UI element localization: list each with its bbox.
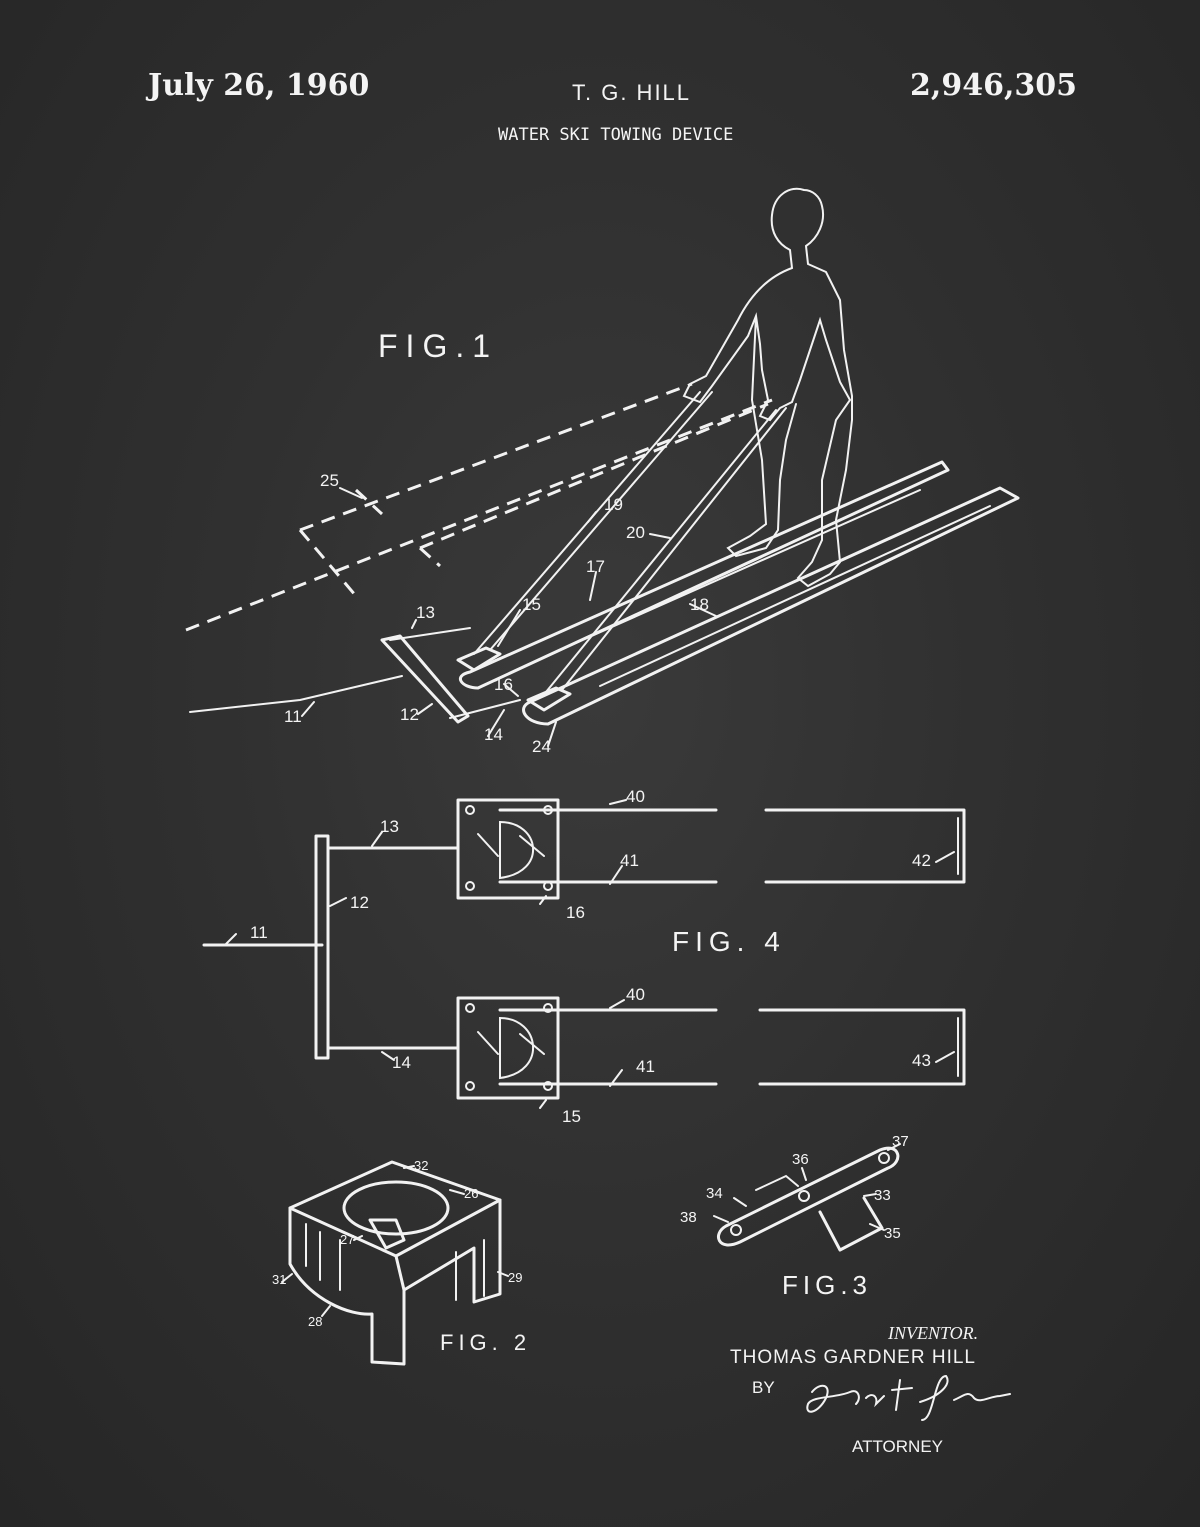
- svg-text:25: 25: [320, 471, 339, 490]
- fig4-plate-15: [456, 996, 560, 1100]
- attorney-signature: [806, 1374, 1011, 1421]
- fig2-top: [288, 1160, 502, 1258]
- svg-text:40: 40: [626, 787, 645, 806]
- svg-text:15: 15: [522, 595, 541, 614]
- fig2-drawing: 32 26 27 31 29 28: [272, 1158, 522, 1366]
- fig4-drawing: 40 41 42 13 12 16 11 40 41 43 14 15: [202, 787, 966, 1126]
- inventor-label: INVENTOR.: [888, 1323, 979, 1343]
- patent-number: 2,946,305: [910, 68, 1078, 103]
- svg-text:27: 27: [340, 1232, 354, 1247]
- svg-text:31: 31: [272, 1272, 286, 1287]
- svg-text:20: 20: [626, 523, 645, 542]
- svg-text:19: 19: [604, 495, 623, 514]
- svg-text:16: 16: [566, 903, 585, 922]
- inventor-short: T. G. HILL: [572, 80, 692, 105]
- svg-text:14: 14: [484, 725, 503, 744]
- svg-text:28: 28: [308, 1314, 322, 1329]
- fig3-label: FIG.3: [782, 1270, 873, 1300]
- fig1-drawing: 25 19 20 17 18 13 15 16 11 12 14 24: [185, 187, 1020, 756]
- rope-19: [473, 391, 701, 655]
- svg-text:41: 41: [620, 851, 639, 870]
- fig4-crossbar: [314, 834, 330, 1060]
- patent-date: July 26, 1960: [148, 68, 370, 103]
- svg-text:36: 36: [792, 1151, 809, 1168]
- fig2-reference-numerals: 32 26 27 31 29 28: [272, 1158, 522, 1329]
- svg-text:42: 42: [912, 851, 931, 870]
- fig4-reference-numerals: 40 41 42 13 12 16 11 40 41 43 14 15: [250, 787, 931, 1126]
- svg-text:33: 33: [874, 1187, 891, 1204]
- svg-text:35: 35: [884, 1225, 901, 1242]
- svg-text:34: 34: [706, 1185, 723, 1202]
- svg-text:29: 29: [508, 1270, 522, 1285]
- fig2-label: FIG. 2: [440, 1330, 532, 1355]
- right-ski: [522, 486, 1020, 726]
- svg-text:13: 13: [380, 817, 399, 836]
- svg-text:18: 18: [690, 595, 709, 614]
- svg-text:24: 24: [532, 737, 551, 756]
- fig2-opening: [342, 1180, 450, 1236]
- fig4-label: FIG. 4: [672, 926, 786, 957]
- inventor-name: THOMAS GARDNER HILL: [730, 1347, 976, 1368]
- svg-text:17: 17: [586, 557, 605, 576]
- fig1-reference-numerals: 25 19 20 17 18 13 15 16 11 12 14 24: [284, 471, 709, 756]
- binding-15: [456, 646, 502, 672]
- fig3-reference-numerals: 37 36 34 33 38 35: [680, 1133, 909, 1242]
- rope-20: [545, 409, 777, 693]
- svg-text:12: 12: [400, 705, 419, 724]
- patent-title: WATER SKI TOWING DEVICE: [498, 125, 734, 145]
- svg-text:38: 38: [680, 1209, 697, 1226]
- svg-text:32: 32: [414, 1158, 428, 1173]
- svg-text:43: 43: [912, 1051, 931, 1070]
- svg-text:12: 12: [350, 893, 369, 912]
- fig3-drawing: 37 36 34 33 38 35: [680, 1133, 909, 1252]
- svg-text:11: 11: [284, 707, 302, 726]
- tow-line-11: [189, 675, 403, 713]
- svg-text:41: 41: [636, 1057, 655, 1076]
- svg-text:14: 14: [392, 1053, 411, 1072]
- svg-text:15: 15: [562, 1107, 581, 1126]
- svg-text:40: 40: [626, 985, 645, 1004]
- tow-bar-12: [380, 634, 470, 724]
- left-ski: [458, 460, 950, 690]
- svg-text:26: 26: [464, 1186, 478, 1201]
- attorney-label: ATTORNEY: [852, 1437, 943, 1456]
- svg-text:37: 37: [892, 1133, 909, 1150]
- phantom-lines: [185, 382, 773, 632]
- by-label: BY: [752, 1378, 775, 1397]
- svg-text:16: 16: [494, 675, 513, 694]
- skier-figure: [682, 187, 853, 588]
- svg-text:11: 11: [250, 923, 268, 942]
- svg-text:13: 13: [416, 603, 435, 622]
- fig4-plate-16: [456, 798, 560, 900]
- fig1-label: FIG.1: [378, 328, 499, 364]
